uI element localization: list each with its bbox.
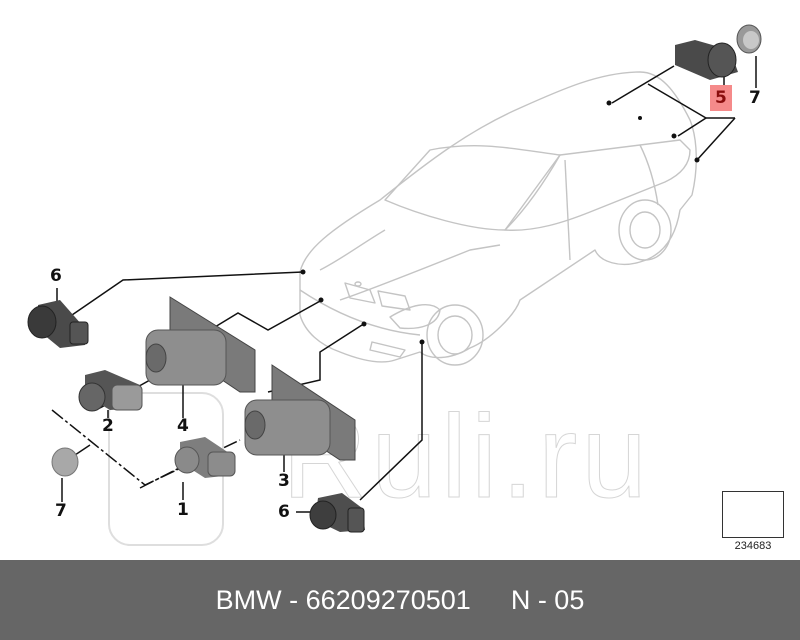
diagram-reference-number: 234683	[734, 540, 772, 552]
callout-6-front-left: 6	[50, 266, 62, 286]
leader-dots	[300, 100, 700, 345]
diagram-drawing	[27, 24, 772, 533]
bracket-3	[244, 364, 356, 461]
sensor-5-rear	[675, 40, 738, 80]
decoupling-ring-7-rear	[736, 24, 762, 54]
callout-5-highlighted[interactable]: 5	[710, 85, 732, 111]
callout-1: 1	[177, 500, 189, 520]
footer-part-number: 66209270501	[305, 584, 471, 615]
diagram-canvas: Ruli.ru	[27, 24, 784, 552]
part-info-footer: BMW - 66209270501 N - 05	[0, 560, 800, 640]
callout-4: 4	[177, 416, 189, 436]
footer-separator: -	[281, 584, 306, 615]
sensor-6-front-left	[27, 300, 89, 348]
sensor-6-front-right	[309, 493, 365, 533]
callout-6-front-right: 6	[278, 502, 290, 522]
car-outline	[299, 71, 697, 366]
callout-2: 2	[102, 416, 114, 436]
callout-3: 3	[278, 471, 290, 491]
footer-brand: BMW	[215, 584, 282, 615]
footer-position-label: N - 05	[510, 584, 585, 615]
callout-7-rear: 7	[749, 88, 761, 108]
sensor-2	[78, 370, 143, 412]
bracket-4	[145, 296, 256, 393]
decoupling-ring-7-front	[51, 447, 79, 477]
callout-7-front: 7	[55, 501, 67, 521]
reference-arrow-box	[722, 491, 784, 538]
sensor-1	[174, 437, 236, 478]
callout-ticks	[56, 56, 757, 513]
leader-lines	[51, 65, 736, 501]
